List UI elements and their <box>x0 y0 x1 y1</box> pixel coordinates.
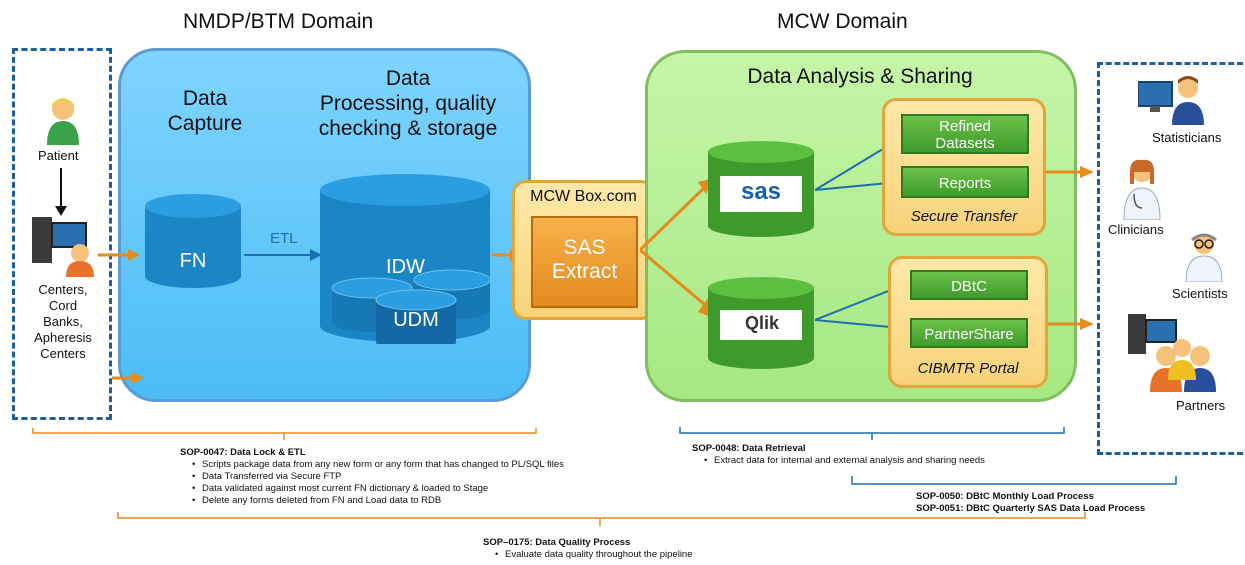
centers-label: Centers, Cord Banks, Apheresis Centers <box>34 282 92 361</box>
centers-to-fn-arrow <box>98 249 140 261</box>
clinician-icon <box>1123 159 1161 220</box>
cibmtr-portal-label: CIBMTR Portal <box>917 360 1019 377</box>
partners-label: Partners <box>1176 398 1226 413</box>
sas-cylinder <box>708 141 814 237</box>
mcw-box-title: MCW Box.com <box>530 188 637 205</box>
sop-0047-title: SOP-0047: Data Lock & ETL <box>180 447 306 458</box>
sop-0175-item: Evaluate data quality throughout the pip… <box>495 549 823 561</box>
statistician-icon <box>1138 76 1204 125</box>
idw-label: IDW <box>386 256 425 278</box>
scientist-icon <box>1185 233 1223 282</box>
sop-0048-item: Extract data for internal and external a… <box>704 455 1072 467</box>
sop-0175-block: SOP–0175: Data Quality Process Evaluate … <box>483 537 823 561</box>
fn-label: FN <box>179 250 207 272</box>
partnershare-box: PartnerShare <box>910 318 1028 348</box>
etl-arrow <box>244 249 322 261</box>
clinicians-label: Clinicians <box>1108 222 1164 237</box>
sop-0047-item: Scripts package data from any new form o… <box>192 459 620 471</box>
data-capture-title: Data Capture <box>167 87 243 135</box>
fn-cylinder <box>145 194 241 288</box>
secure-to-users-arrow <box>1046 166 1094 178</box>
centers-computer-icon <box>32 217 94 277</box>
sop-0047-item: Data validated against most current FN d… <box>192 483 620 495</box>
patient-label: Patient <box>38 148 79 163</box>
etl-label: ETL <box>270 230 298 247</box>
processing-title: Data Processing, quality checking & stor… <box>318 67 498 140</box>
dbtc-box: DBtC <box>910 270 1028 300</box>
mcw-domain-title: MCW Domain <box>777 10 908 33</box>
udm-label: UDM <box>393 309 439 331</box>
sop-0047-item: Delete any forms deleted from FN and Loa… <box>192 495 620 507</box>
portal-to-partners-arrow <box>1048 318 1094 330</box>
sas-logo: sas <box>740 178 782 205</box>
sop-0047-block: SOP-0047: Data Lock & ETL Scripts packag… <box>180 447 620 507</box>
patient-icon <box>47 98 79 145</box>
sop-0050-0051-block: SOP-0050: DBtC Monthly Load Process SOP-… <box>916 491 1236 515</box>
sop-0175-title: SOP–0175: Data Quality Process <box>483 537 631 548</box>
qlik-cylinder <box>708 277 814 369</box>
statisticians-label: Statisticians <box>1152 130 1222 145</box>
idw-cylinder <box>320 174 491 344</box>
analysis-title: Data Analysis & Sharing <box>747 65 973 88</box>
scientists-label: Scientists <box>1172 286 1228 301</box>
sas-extract-box: SAS Extract <box>531 216 638 308</box>
source-actors-box <box>12 48 112 420</box>
qlik-logo: Qlik <box>744 313 779 333</box>
secure-transfer-label: Secure Transfer <box>910 208 1018 225</box>
sop-0048-block: SOP-0048: Data Retrieval Extract data fo… <box>692 443 1072 467</box>
nmdp-domain-title: NMDP/BTM Domain <box>183 10 374 33</box>
refined-datasets-box: Refined Datasets <box>901 114 1029 154</box>
sop-0051-title: SOP-0051: DBtC Quarterly SAS Data Load P… <box>916 503 1146 514</box>
sop-0050-title: SOP-0050: DBtC Monthly Load Process <box>916 491 1094 502</box>
consumer-actors-box <box>1097 62 1243 455</box>
sop-0047-item: Data Transferred via Secure FTP <box>192 471 620 483</box>
partners-icon <box>1128 314 1216 392</box>
patient-to-centers-arrow <box>55 168 67 216</box>
sop-0048-title: SOP-0048: Data Retrieval <box>692 443 806 454</box>
reports-box: Reports <box>901 166 1029 198</box>
centers-to-panel-arrow <box>112 372 144 384</box>
